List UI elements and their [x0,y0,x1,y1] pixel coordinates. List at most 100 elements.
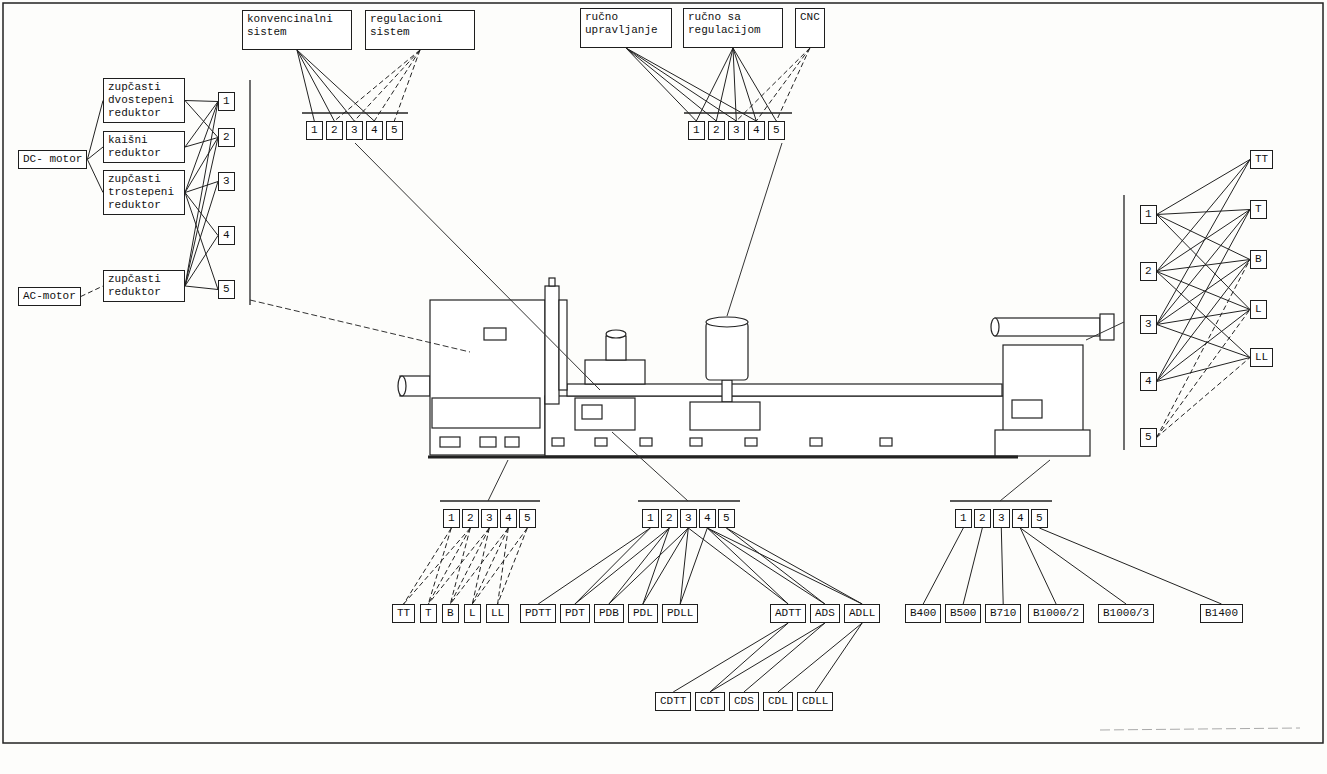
box-label: L [1255,303,1262,316]
box-label: 5 [723,512,730,525]
option-number: 4 [699,509,716,528]
carriage-panel [582,405,602,419]
option-number: 1 [688,121,705,140]
frame [3,3,1323,743]
option-number: 4 [1140,372,1157,391]
option-box: zupčasti reduktor [103,270,185,302]
connector-line [297,50,334,121]
connector-line [707,528,862,604]
option-box: T [1250,200,1267,219]
box-label: LL [491,607,504,620]
box-label: 4 [1145,375,1152,388]
box-label: CDL [768,695,788,708]
connector-line [450,528,470,604]
option-number: 5 [519,509,536,528]
box-label: ADLL [849,607,875,620]
option-box: CDS [729,692,759,711]
option-number: 3 [346,121,363,140]
carriage-apron [575,398,635,430]
group-bar [249,80,250,305]
box-label: 3 [223,175,230,188]
connector-line [374,50,420,121]
connector-line [736,48,810,121]
box-label: 1 [647,512,654,525]
box-label: 4 [704,512,711,525]
box-label: ručno sa regulacijom [688,11,778,37]
option-number: 3 [1140,315,1157,334]
box-label: CNC [800,11,820,24]
box-label: DC- motor [23,153,82,166]
connector-line [297,50,354,121]
connector-line [726,528,825,604]
box-label: ručno upravljanje [585,11,667,37]
connector-line [626,48,716,121]
box-label: 4 [1017,512,1024,525]
group-bar [302,112,408,113]
option-number: 1 [955,509,972,528]
option-box: L [1250,300,1267,319]
connector-line [297,50,374,121]
box-label: 3 [1145,318,1152,331]
box-label: zupčasti dvostepeni reduktor [108,81,180,120]
box-label: 5 [391,124,398,137]
option-box: ADLL [844,604,880,623]
tailstock-quill [995,318,1100,336]
option-number: 4 [366,121,383,140]
option-number: 5 [768,121,785,140]
bed-ways [567,384,1002,396]
box-label: B500 [950,607,976,620]
option-number: 4 [1012,509,1029,528]
connector-line [1157,358,1250,438]
option-number: 2 [326,121,343,140]
connector-line [1157,160,1250,272]
option-number: 3 [728,121,745,140]
box-label: 5 [524,512,531,525]
bed [545,396,1015,456]
connector-line [744,623,825,692]
box-label: T [1255,203,1262,216]
leader-lines [250,143,1124,501]
box-label: B [1255,253,1262,266]
box-label: 3 [486,512,493,525]
tailstock-detail [1012,400,1042,418]
group-bar [440,500,540,501]
option-number: 3 [218,172,235,191]
connector-line [185,102,218,148]
connector-line [716,48,733,121]
box-label: 2 [223,131,230,144]
box-label: ADS [815,607,835,620]
box-label: B1400 [1205,607,1238,620]
connector-line [185,193,218,290]
connector-line [428,528,470,604]
connector-line [1157,260,1250,438]
box-label: 5 [1036,512,1043,525]
option-box: kaišni reduktor [103,131,185,163]
connector-line [185,236,218,287]
box-label: 3 [998,512,1005,525]
control-unit-top [706,317,748,327]
leader-line [488,460,508,501]
option-number: 3 [993,509,1010,528]
box-label: 2 [1145,265,1152,278]
box-label: T [425,607,432,620]
connector-line [776,48,810,121]
box-label: CDTT [660,695,686,708]
option-box: zupčasti dvostepeni reduktor [103,78,185,123]
tool-post [606,336,626,360]
box-label: TT [397,607,410,620]
option-number: 4 [218,226,235,245]
option-box: B400 [905,604,941,623]
connector-line [428,528,451,604]
box-label: 3 [351,124,358,137]
box-label: PDB [599,607,619,620]
option-box: B1400 [1200,604,1243,623]
option-box: CDL [763,692,793,711]
leader-line [1000,460,1050,501]
box-label: CDS [734,695,754,708]
box-label: konvencinalni sistem [247,13,347,39]
connector-line [923,528,963,604]
option-number: 2 [974,509,991,528]
option-number: 3 [680,509,697,528]
box-label: AC-motor [23,290,76,303]
connector-line [626,48,756,121]
